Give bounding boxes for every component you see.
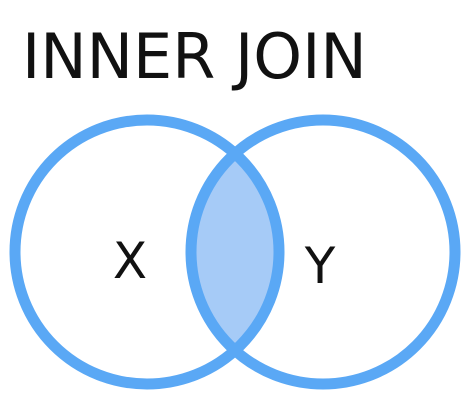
set-y-circle [185,114,461,390]
diagram-title: INNER JOIN [22,20,367,93]
set-y-label: Y [304,237,336,295]
set-x-circle [9,114,285,390]
set-x-label: X [113,232,147,290]
